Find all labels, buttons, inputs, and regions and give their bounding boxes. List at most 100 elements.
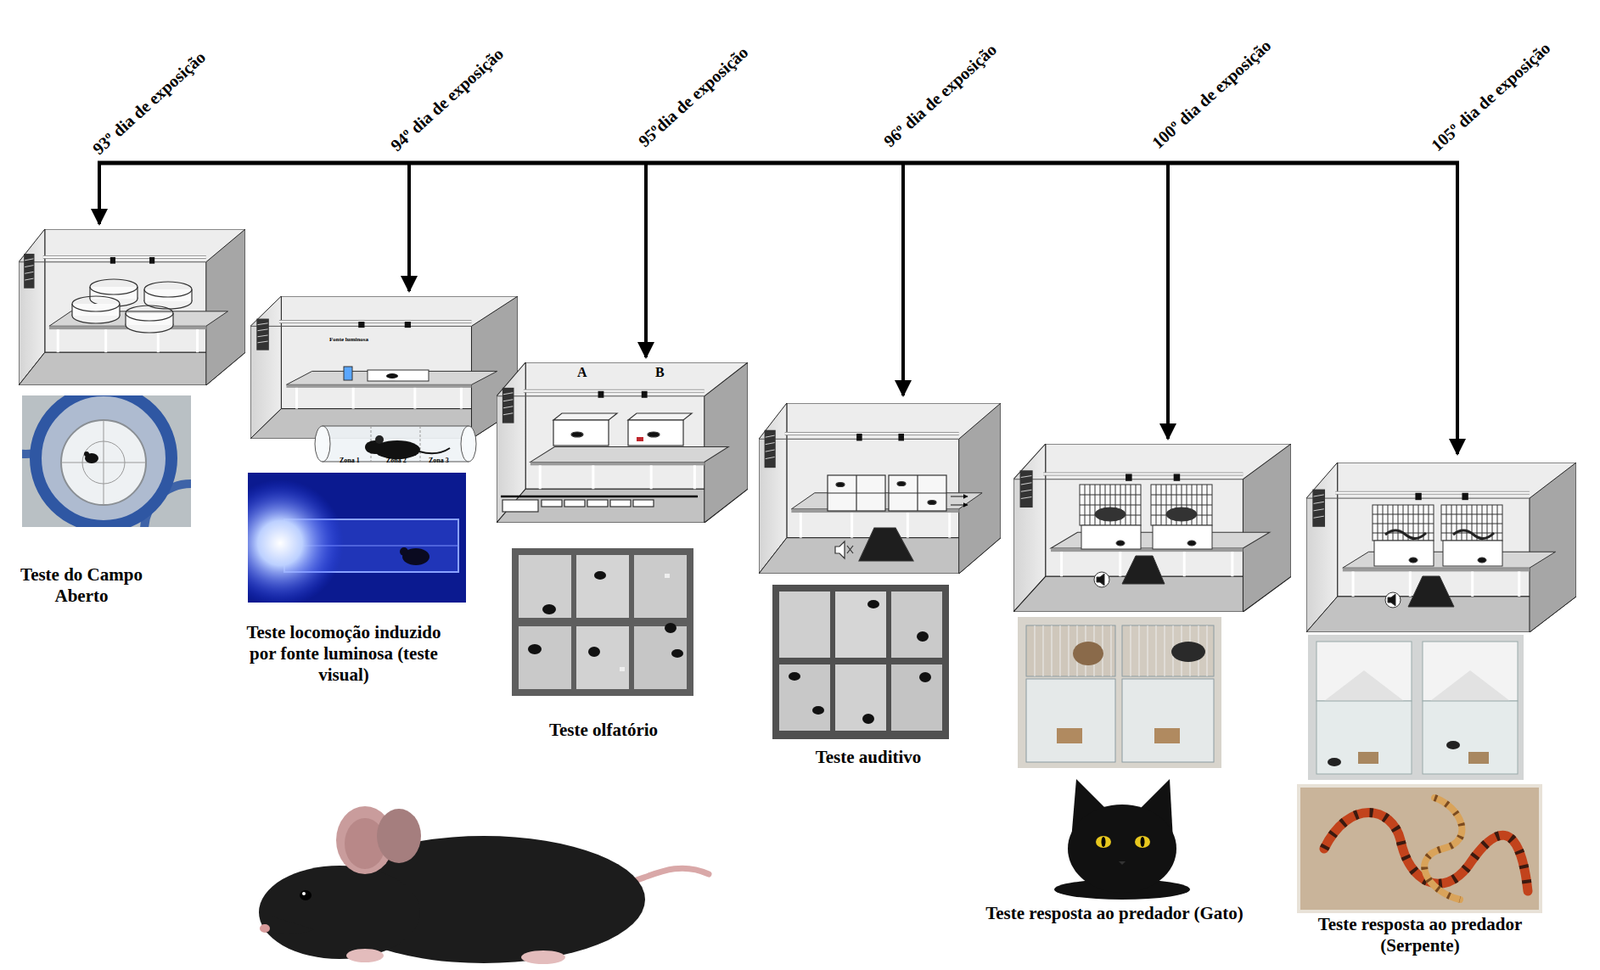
part-label: A	[577, 364, 588, 381]
cat-image-part	[1134, 836, 1151, 848]
mouse-image-part	[521, 950, 566, 965]
auditory-apparatus-part	[897, 482, 906, 487]
visual-test-apparatus-part	[460, 426, 477, 462]
photo-snake-test-part	[1422, 641, 1518, 702]
photo-snake-test-part	[1358, 752, 1379, 764]
photo-snake-test-part	[1446, 741, 1460, 750]
timeline	[97, 162, 1460, 455]
snake-image-part	[1424, 797, 1462, 900]
photo-cat-test-part	[1034, 625, 1112, 677]
photo-olfactory-part	[671, 649, 684, 658]
photo-auditory-part	[916, 631, 929, 642]
olfactory-apparatus	[500, 413, 698, 512]
photo-auditory-part	[788, 672, 801, 681]
mouse-image-part	[263, 916, 315, 935]
photo-cat-test-part	[1017, 617, 1222, 769]
caption-text: Teste do Campo Aberto	[20, 564, 143, 607]
auditory-apparatus-part	[827, 475, 886, 511]
photo-snake-test-part	[1430, 670, 1511, 702]
photo-cat-test-part	[1171, 641, 1206, 663]
photo-open-field-part	[82, 441, 125, 484]
timeline-part	[97, 161, 1460, 166]
timeline-part	[644, 162, 648, 358]
cat-predator-apparatus-part	[1096, 573, 1105, 586]
test-caption: Teste olfatório	[493, 719, 714, 742]
snake-predator-apparatus-part	[1385, 530, 1426, 539]
photo-olfactory-part	[511, 548, 694, 697]
olfactory-apparatus-part	[628, 413, 692, 421]
label-text: 93º dia de exposição	[89, 47, 209, 158]
photo-open-field	[22, 395, 191, 528]
snake-predator-apparatus-part	[1372, 505, 1434, 541]
photo-olfactory-part	[664, 573, 670, 579]
photo-olfactory-part	[664, 623, 677, 634]
photo-olfactory-part	[518, 555, 572, 618]
snake-predator-apparatus-part	[1453, 530, 1494, 539]
test-rooms	[18, 229, 1577, 633]
cat-image-part	[1067, 804, 1177, 893]
snake-predator-apparatus-part	[1374, 540, 1434, 567]
photo-olfactory-part	[576, 555, 629, 618]
test-rooms-part	[250, 296, 518, 439]
olfactory-apparatus-part	[571, 432, 584, 438]
photo-auditory-part	[779, 591, 831, 658]
label-text: 100º dia de exposição	[1148, 35, 1275, 152]
snake-predator-apparatus-part	[1441, 505, 1503, 541]
snake-image-part	[1424, 797, 1462, 900]
label-text: 94º dia de exposição	[387, 44, 507, 155]
photo-auditory-part	[919, 672, 932, 683]
photo-open-field-part	[103, 420, 105, 506]
photo-snake-test-part	[1316, 641, 1412, 702]
photo-auditory-part	[891, 664, 943, 731]
day-label: 95ºdia de exposição	[634, 41, 753, 152]
caption-text: Teste resposta ao predador (Serpente)	[1318, 914, 1523, 956]
part-label: Fonte luminosa	[329, 336, 369, 343]
timeline-part	[407, 162, 411, 292]
snake-predator-apparatus-part	[1372, 505, 1434, 541]
photo-olfactory	[511, 548, 694, 697]
cat-image-part	[1101, 836, 1106, 848]
timeline-part	[1455, 162, 1460, 455]
mouse-image-part	[299, 890, 312, 901]
label-text: 95ºdia de exposição	[634, 42, 753, 151]
cat-predator-apparatus-part	[1116, 540, 1125, 546]
label-text: B	[655, 364, 665, 380]
photo-olfactory-part	[576, 626, 629, 690]
test-rooms-part	[1013, 443, 1292, 612]
test-rooms-part	[18, 229, 246, 386]
day-label: 93º dia de exposição	[88, 46, 210, 159]
label-text: Zona 2	[386, 456, 407, 465]
auditory-apparatus-part	[927, 500, 937, 506]
snake-image-part	[1298, 785, 1541, 912]
photo-olfactory-part	[619, 667, 625, 672]
mouse-image-part	[302, 892, 306, 896]
photo-cat-test-part	[1154, 728, 1180, 744]
part-label: Zona 2	[386, 456, 407, 466]
test-caption: Teste resposta ao predador (Gato)	[982, 903, 1247, 925]
photo-cat-test-part	[1026, 679, 1116, 763]
mouse-image	[258, 806, 709, 965]
auditory-apparatus	[827, 475, 968, 562]
olfactory-apparatus-part	[628, 420, 684, 446]
caption-text: Teste auditivo	[815, 746, 922, 768]
part-label: Zona 1	[339, 456, 360, 466]
auditory-apparatus-part	[847, 545, 854, 554]
auditory-apparatus-part	[836, 482, 845, 488]
olfactory-apparatus-part	[553, 420, 609, 446]
photo-snake-test-part	[1468, 752, 1489, 764]
photo-cat-test-part	[1056, 728, 1083, 744]
open-field-arenas-part	[72, 296, 120, 312]
cat-image	[1054, 779, 1191, 900]
snake-predator-apparatus-part	[1409, 557, 1418, 563]
cat-predator-apparatus-part	[1094, 507, 1126, 522]
cat-predator-apparatus-part	[1150, 484, 1213, 526]
visual-test-apparatus	[314, 366, 477, 462]
cat-image-part	[1140, 836, 1146, 848]
auditory-apparatus-part	[858, 527, 914, 562]
caption-text: Teste olfatório	[549, 719, 658, 741]
visual-test-apparatus-part	[375, 435, 384, 444]
cat-image-part	[1118, 861, 1126, 865]
photo-visual-test-part	[247, 479, 344, 603]
olfactory-apparatus-part	[587, 499, 608, 507]
